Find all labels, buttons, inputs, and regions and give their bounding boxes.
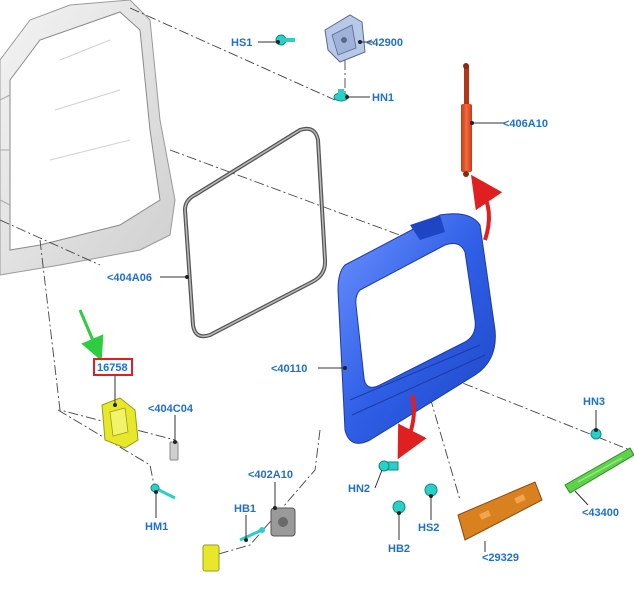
weatherstrip-seal xyxy=(182,126,328,339)
vehicle-body-shell xyxy=(0,0,176,276)
green-trim-strip xyxy=(564,447,634,494)
clip-404c04 xyxy=(169,441,179,461)
fastener-hn1 xyxy=(333,89,349,102)
label-40110: <40110 xyxy=(271,363,307,375)
label-16758: 16758 xyxy=(97,362,128,374)
label-404a06: <404A06 xyxy=(107,272,152,284)
callout-arrow xyxy=(78,309,104,362)
leader-lines xyxy=(113,40,598,552)
label-404c04: <404C04 xyxy=(148,403,194,415)
label-402a10: <402A10 xyxy=(248,469,293,481)
down-direction-arrow xyxy=(397,394,427,460)
label-hm1: HM1 xyxy=(145,521,168,533)
hinge-bracket xyxy=(324,14,366,63)
fastener-hb1 xyxy=(239,527,265,542)
label-hn1: HN1 xyxy=(372,92,394,104)
orange-trim-panel xyxy=(457,481,543,541)
open-direction-arrow xyxy=(470,174,503,241)
yellow-bracket xyxy=(101,397,139,449)
label-hb1: HB1 xyxy=(234,503,256,515)
label-hn2: HN2 xyxy=(348,483,370,495)
latch-402a10 xyxy=(270,507,296,537)
label-hs2: HS2 xyxy=(418,522,439,534)
label-hb2: HB2 xyxy=(388,543,410,555)
label-hs1: HS1 xyxy=(231,37,252,49)
gas-strut xyxy=(461,63,472,177)
fastener-hn2 xyxy=(378,460,399,472)
yellow-bumper-block xyxy=(202,544,220,572)
label-hn3: HN3 xyxy=(583,396,605,408)
label-29329: <29329 xyxy=(482,552,519,564)
label-406a10: <406A10 xyxy=(503,118,548,130)
highlight-box xyxy=(93,358,133,376)
label-42900: <42900 xyxy=(366,37,403,49)
tailgate-panel xyxy=(337,213,496,444)
label-43400: <43400 xyxy=(582,507,619,519)
